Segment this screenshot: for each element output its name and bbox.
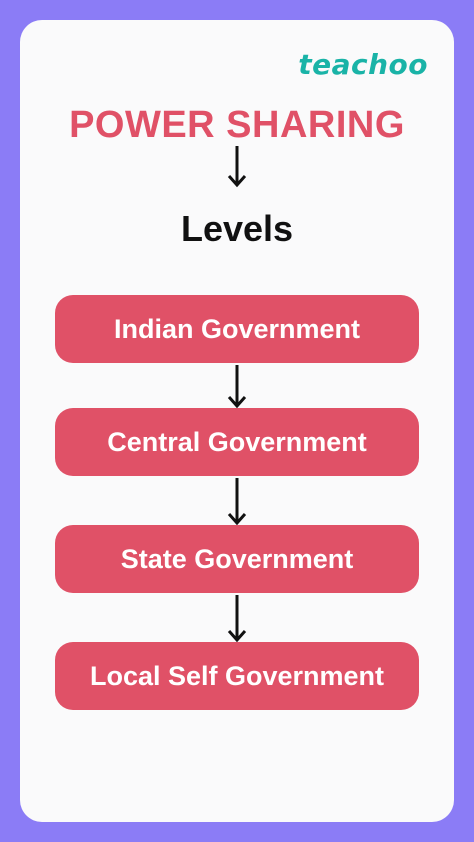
teachoo-logo: teachoo	[298, 48, 428, 81]
level-box-local-self-government: Local Self Government	[55, 642, 419, 710]
level-box-state-government: State Government	[55, 525, 419, 593]
diagram-title: POWER SHARING	[69, 104, 405, 146]
level-label: Local Self Government	[89, 660, 385, 691]
level-box-central-government: Central Government	[55, 408, 419, 476]
level-box-indian-government: Indian Government	[55, 295, 419, 363]
level-label: Central Government	[107, 426, 367, 457]
diagram-card: teachoo POWER SHARING Levels Indian Gove…	[20, 20, 454, 822]
arrow-down-icon	[227, 595, 247, 643]
arrow-down-icon	[227, 365, 247, 409]
level-label: State Government	[120, 543, 354, 574]
arrow-down-icon	[227, 478, 247, 526]
arrow-down-icon	[227, 146, 247, 188]
level-label: Indian Government	[113, 313, 361, 344]
diagram-subtitle: Levels	[180, 208, 294, 249]
